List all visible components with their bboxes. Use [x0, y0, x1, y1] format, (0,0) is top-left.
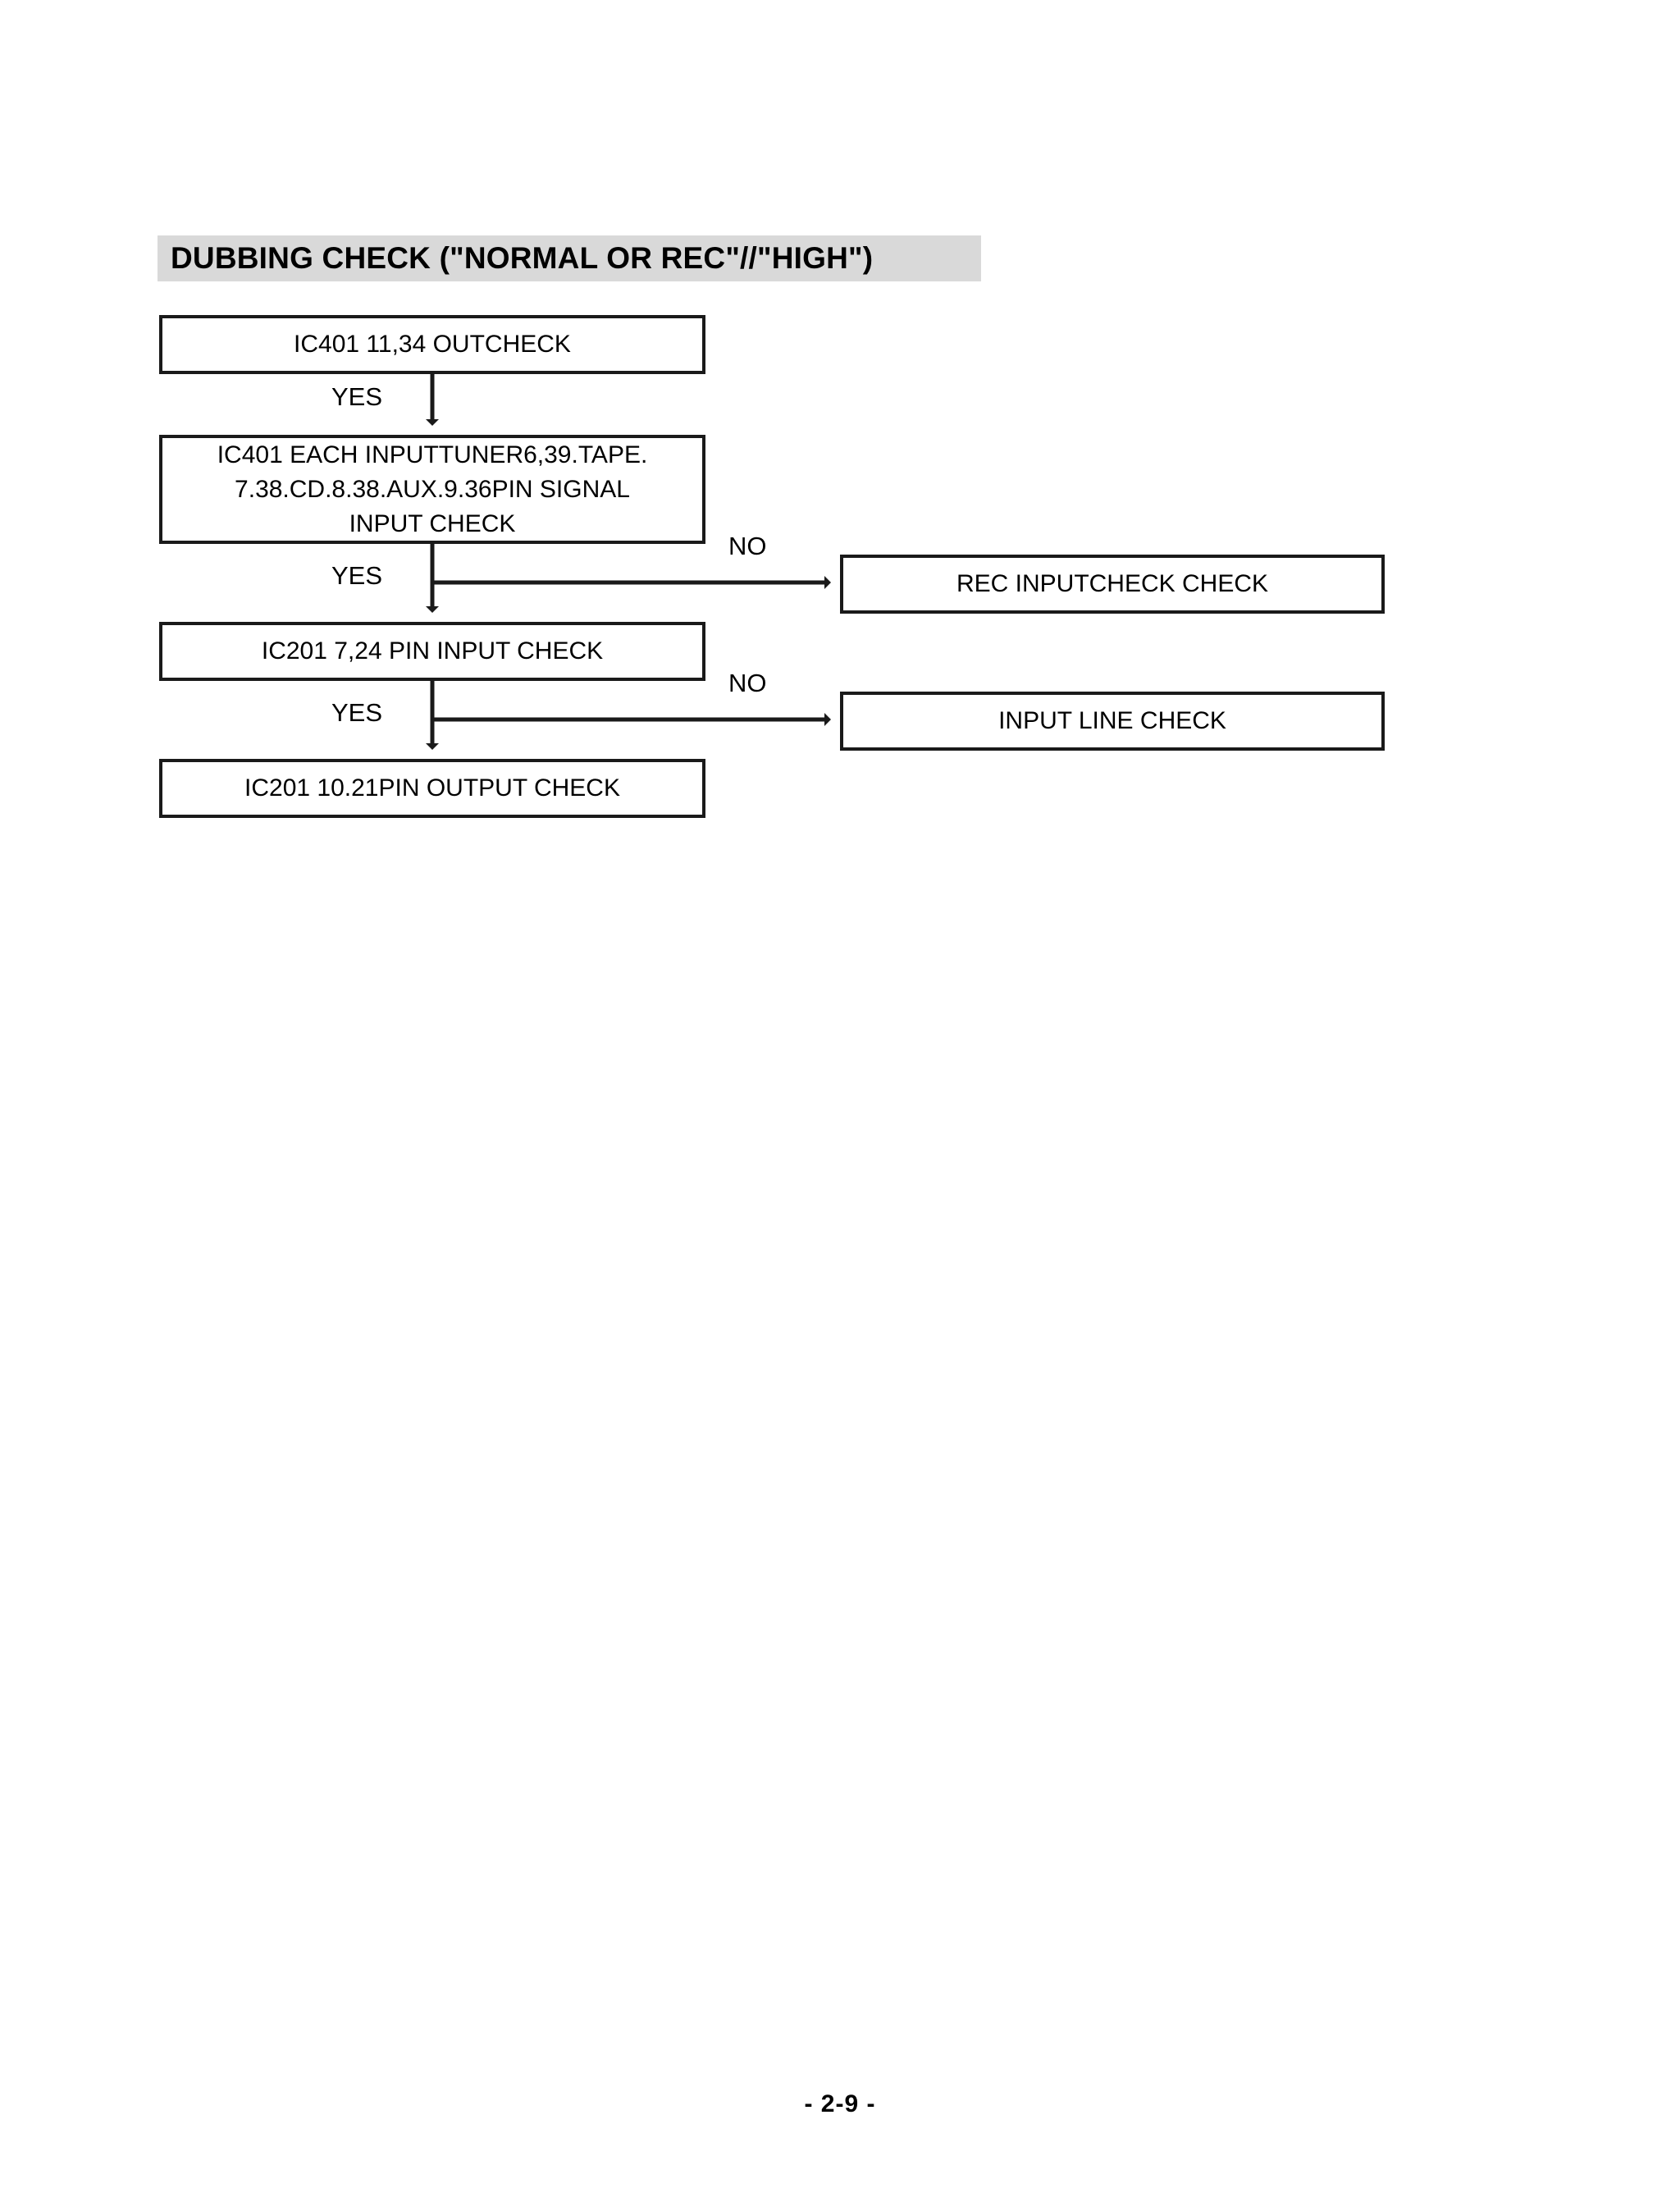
node-label: IC401 11,34 OUTCHECK: [294, 331, 571, 358]
node-label: REC INPUTCHECK CHECK: [956, 570, 1269, 597]
branch-label-yes-1: YES: [331, 382, 383, 411]
flowchart-node-pin-input: IC201 7,24 PIN INPUT CHECK: [159, 622, 705, 681]
node-label: IC401 EACH INPUTTUNER6,39.TAPE. 7.38.CD.…: [217, 441, 648, 537]
flowchart-node-signal-input: IC401 EACH INPUTTUNER6,39.TAPE. 7.38.CD.…: [159, 435, 705, 544]
node-label: IC201 10.21PIN OUTPUT CHECK: [244, 774, 620, 802]
branch-label-yes-3: YES: [331, 698, 383, 727]
branch-label-no-2: NO: [728, 669, 767, 697]
page-footer: - 2-9 -: [0, 2090, 1680, 2118]
page-number: - 2-9 -: [804, 2090, 876, 2117]
section-title-band: DUBBING CHECK ("NORMAL OR REC"//"HIGH"): [158, 235, 981, 281]
flowchart-node-pin-output: IC201 10.21PIN OUTPUT CHECK: [159, 759, 705, 818]
flowchart-node-input-line: INPUT LINE CHECK: [840, 692, 1385, 751]
branch-label-no-1: NO: [728, 532, 767, 560]
branch-label-yes-2: YES: [331, 561, 383, 590]
flowchart-node-rec-input: REC INPUTCHECK CHECK: [840, 555, 1385, 614]
page-title: DUBBING CHECK ("NORMAL OR REC"//"HIGH"): [171, 241, 874, 275]
flowchart-node-outcheck: IC401 11,34 OUTCHECK: [159, 315, 705, 374]
node-label: INPUT LINE CHECK: [998, 707, 1226, 734]
node-label: IC201 7,24 PIN INPUT CHECK: [261, 637, 604, 665]
